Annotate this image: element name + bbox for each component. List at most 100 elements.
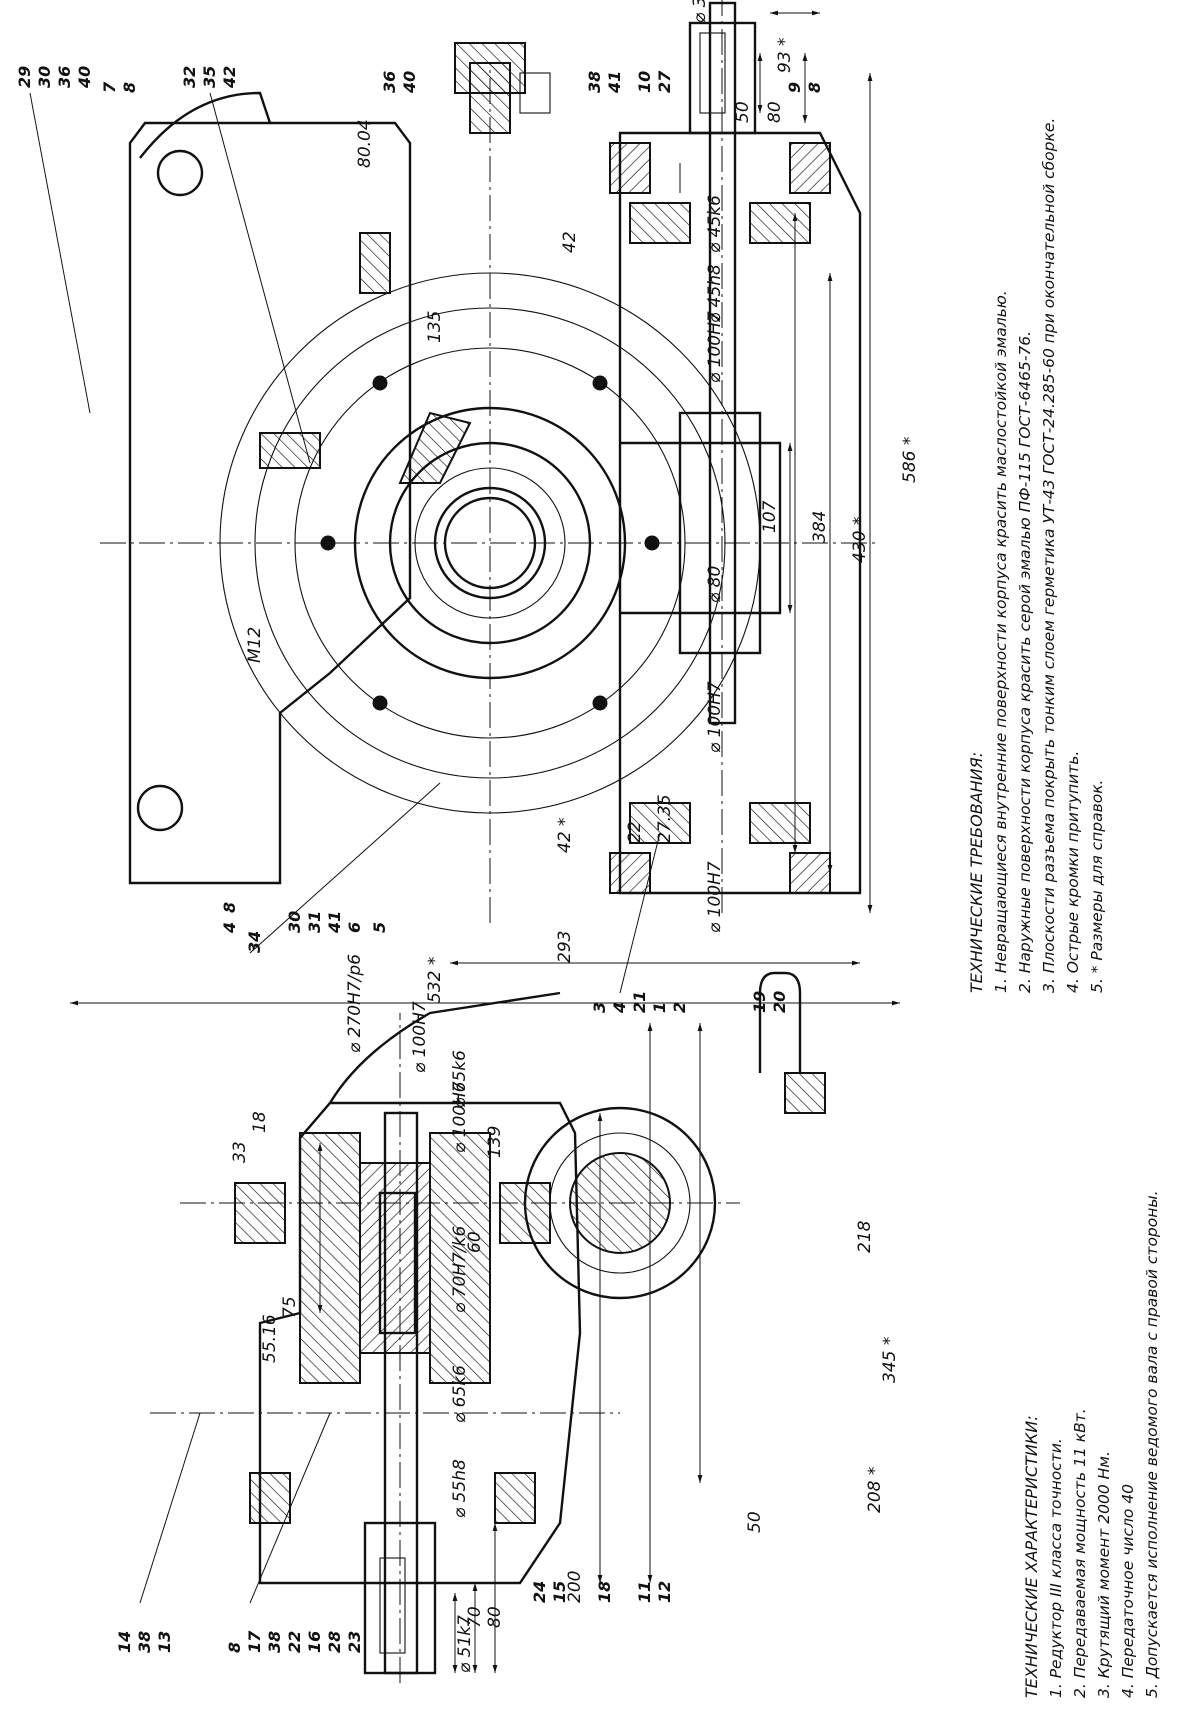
svg-text:16: 16	[305, 1631, 324, 1653]
svg-text:10: 10	[635, 71, 654, 93]
svg-text:13: 13	[155, 1631, 174, 1653]
dim-107: 107	[760, 500, 780, 533]
dim-100H7-e: ⌀ 100H7	[450, 1081, 470, 1153]
tech-req-item: 4. Острые кромки притупить.	[1064, 750, 1082, 993]
bearing-cap-right	[609, 142, 651, 194]
svg-text:36: 36	[380, 71, 399, 93]
bearing-right-lower	[749, 202, 811, 244]
side-bearing-3	[249, 1472, 291, 1524]
dim-100H7-b: ⌀ 100H7	[705, 681, 725, 753]
dim-42s: 42 *	[555, 817, 575, 853]
dim-270: ⌀ 270H7/p6	[345, 954, 365, 1053]
dim-55-16: 55.16	[260, 1314, 280, 1363]
svg-text:36: 36	[55, 66, 74, 88]
svg-text:3: 3	[590, 1002, 609, 1013]
svg-text:4: 4	[220, 922, 239, 934]
tech-char-item: 4. Передаточное число 40	[1119, 1483, 1137, 1698]
section-housing-outline	[258, 1101, 582, 1585]
dim-m12: M12	[245, 627, 265, 663]
dim-80-shaft: ⌀ 80	[705, 566, 725, 603]
tech-char-item: 3. Крутящий момент 2000 Нм.	[1095, 1451, 1113, 1698]
svg-text:1: 1	[650, 1002, 669, 1013]
bearing-left-lower	[749, 802, 811, 844]
dim-200: 200	[565, 1571, 585, 1603]
svg-text:8: 8	[220, 902, 239, 913]
housing-body	[139, 91, 272, 159]
dim-70: 70	[465, 1606, 485, 1628]
dim-22: 22	[625, 821, 645, 843]
svg-text:42: 42	[220, 66, 239, 89]
dim-70h7: ⌀ 70H7/k6	[450, 1226, 470, 1313]
keyway	[378, 1191, 417, 1335]
svg-text:5: 5	[370, 922, 389, 933]
dim-80b: 80	[485, 1606, 505, 1628]
plan-view: ⌀ 38k7 93 * 50 80 42 ⌀ 45k6 ⌀ 45h8 ⌀ 100…	[70, 0, 920, 1006]
svg-text:32: 32	[180, 66, 199, 88]
dim-208: 208 *	[865, 1467, 885, 1513]
bearing-right-upper	[629, 202, 691, 244]
svg-text:41: 41	[605, 71, 624, 94]
dim-80: 80	[765, 101, 785, 123]
svg-text:27: 27	[655, 70, 674, 93]
svg-text:8: 8	[120, 82, 139, 93]
dim-100H7-a: ⌀ 100H7	[705, 311, 725, 383]
dim-45h8: ⌀ 45h8	[705, 264, 725, 323]
technical-characteristics: ТЕХНИЧЕСКИЕ ХАРАКТЕРИСТИКИ: 1. Редуктор …	[1020, 1190, 1164, 1698]
dim-45k6: ⌀ 45k6	[705, 195, 725, 253]
dim-38k7: ⌀ 38k7	[690, 0, 710, 23]
svg-text:24: 24	[530, 1581, 549, 1603]
svg-text:18: 18	[595, 1581, 614, 1603]
svg-text:21: 21	[630, 991, 649, 1013]
side-bearing-2	[499, 1182, 551, 1244]
dim-532: 532 *	[425, 957, 445, 1003]
section-view: ⌀ 270H7/p6 ⌀ 100H7 ⌀ 65k6 ⌀ 100H7 139 60…	[150, 954, 900, 1683]
housing-flange-outline	[128, 121, 412, 885]
dim-384: 384	[810, 511, 830, 543]
svg-text:8: 8	[225, 1642, 244, 1653]
side-bearing-1	[234, 1182, 286, 1244]
svg-text:23: 23	[345, 1631, 364, 1653]
dim-65k6-a: ⌀ 65k6	[450, 1050, 470, 1108]
svg-text:8: 8	[805, 82, 824, 93]
dim-50: 50	[733, 101, 753, 123]
svg-text:11: 11	[635, 1581, 654, 1603]
svg-text:12: 12	[655, 1581, 674, 1603]
svg-text:15: 15	[550, 1581, 569, 1603]
mount-hole-1	[156, 149, 204, 197]
svg-text:22: 22	[285, 1631, 304, 1653]
svg-text:35: 35	[200, 66, 219, 88]
tech-char-title: ТЕХНИЧЕСКИЕ ХАРАКТЕРИСТИКИ:	[1022, 1415, 1041, 1698]
svg-text:40: 40	[75, 66, 94, 89]
svg-text:40: 40	[400, 71, 419, 94]
dim-60: 60	[465, 1231, 485, 1253]
wheel-hub-upper	[299, 1132, 361, 1384]
dim-218: 218	[855, 1220, 875, 1253]
svg-text:7: 7	[100, 81, 119, 93]
tech-char-item: 5. Допускается исполнение ведомого вала …	[1143, 1190, 1161, 1698]
svg-text:28: 28	[325, 1631, 344, 1653]
side-bearing-4	[494, 1472, 536, 1524]
svg-text:9: 9	[785, 82, 804, 93]
svg-text:4: 4	[610, 1002, 629, 1014]
dim-100H7-c: ⌀ 100H7	[705, 861, 725, 933]
dim-293: 293	[555, 931, 575, 963]
tech-req-title: ТЕХНИЧЕСКИЕ ТРЕБОВАНИЯ:	[967, 751, 986, 993]
tech-char-item: 2. Передаваемая мощность 11 кВт.	[1071, 1408, 1089, 1698]
svg-text:31: 31	[305, 911, 324, 933]
dim-586: 586 *	[900, 437, 920, 483]
svg-text:20: 20	[770, 991, 789, 1013]
drain-plug	[784, 1072, 826, 1114]
dim-135: 135	[425, 311, 445, 343]
dim-100H7-d: ⌀ 100H7	[410, 1001, 430, 1073]
bearing-left-upper	[629, 802, 691, 844]
svg-text:38: 38	[135, 1631, 154, 1653]
tech-req-item: 5. * Размеры для справок.	[1088, 779, 1106, 994]
svg-text:29: 29	[15, 66, 34, 88]
mount-hole-2	[136, 784, 184, 832]
seal-detail	[469, 62, 551, 134]
dim-139: 139	[485, 1126, 505, 1158]
dim-18: 18	[250, 1111, 270, 1133]
dim-75: 75	[280, 1296, 300, 1318]
dim-80-04: 80.04	[355, 119, 375, 168]
svg-text:17: 17	[245, 1630, 264, 1653]
